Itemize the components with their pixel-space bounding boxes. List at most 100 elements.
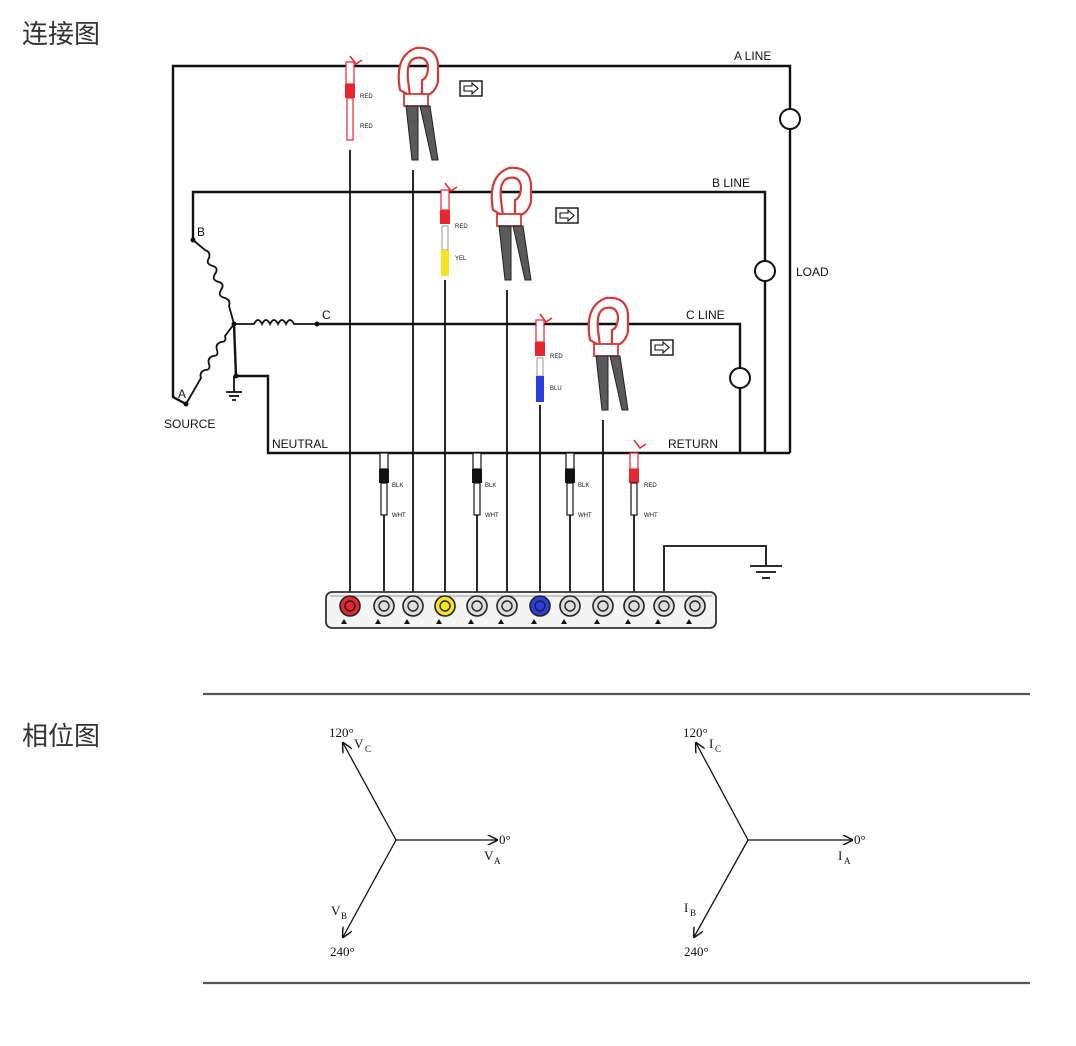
input-jack: [559, 595, 581, 617]
source-wye: [185, 239, 317, 405]
svg-text:BLK: BLK: [578, 483, 589, 489]
coil-b: [192, 239, 235, 325]
neutral-probe-2: BLK WHT: [472, 452, 499, 519]
svg-text:RED: RED: [360, 124, 373, 130]
warning-icon: [436, 619, 442, 624]
neutral-drop: [232, 323, 238, 377]
ground-symbol: [750, 565, 782, 579]
input-jack-inner: [407, 600, 419, 612]
input-jack: [592, 595, 614, 617]
svg-text:B: B: [341, 911, 347, 921]
svg-text:BLU: BLU: [550, 386, 562, 392]
vb-label: V: [331, 903, 341, 918]
voltage-probe-b: RED YEL: [440, 182, 468, 276]
direction-arrow-icon: [650, 339, 674, 356]
current-240-label: 240°: [684, 944, 709, 959]
input-jack: [653, 595, 675, 617]
input-jack: [339, 595, 361, 617]
neutral-probe-3: BLK WHT: [565, 452, 592, 519]
a-line-label: A LINE: [734, 49, 771, 63]
input-jack: [466, 595, 488, 617]
svg-text:C: C: [365, 744, 371, 754]
svg-text:WHT: WHT: [644, 513, 658, 519]
ia-label: I: [838, 848, 842, 863]
current-120-label: 120°: [683, 725, 708, 740]
svg-text:RED: RED: [360, 94, 373, 100]
neutral-probe-1: BLK WHT: [379, 452, 406, 519]
direction-arrow-icon: [459, 80, 483, 97]
warning-icon: [404, 619, 410, 624]
measurement-leads: [349, 150, 635, 598]
direction-arrow-icon: [555, 207, 579, 224]
input-jack: [623, 595, 645, 617]
connection-diagram-title: 连接图: [22, 20, 101, 50]
b-line-wire: [191, 190, 767, 453]
svg-text:A: A: [494, 856, 501, 866]
voltage-120-label: 120°: [329, 725, 354, 740]
svg-text:YEL: YEL: [455, 256, 467, 262]
input-jack: [496, 595, 518, 617]
neutral-label: NEUTRAL: [272, 437, 328, 451]
input-jack-inner: [378, 600, 390, 612]
warning-icon: [375, 619, 381, 624]
voltage-probe-a: RED RED: [345, 55, 373, 141]
current-phasor-diagram: [694, 743, 852, 937]
svg-text:RED: RED: [455, 224, 468, 230]
input-jack: [402, 595, 424, 617]
power-lines: [171, 64, 792, 455]
voltage-phasor-diagram: [343, 743, 497, 937]
warning-icon: [561, 619, 567, 624]
va-label: V: [484, 848, 494, 863]
warning-icon: [341, 619, 347, 624]
input-jack: [529, 595, 551, 617]
phasor-vc-arrow: [343, 743, 397, 841]
voltage-0-label: 0°: [499, 832, 511, 847]
b-line-label: B LINE: [712, 176, 750, 190]
svg-text:BLK: BLK: [392, 483, 403, 489]
input-jack-inner: [344, 600, 356, 612]
warning-icon: [625, 619, 631, 624]
input-jack-inner: [501, 600, 513, 612]
ic-label: I: [709, 736, 713, 751]
c-line-label: C LINE: [686, 308, 725, 322]
input-jack-inner: [628, 600, 640, 612]
input-jack: [434, 595, 456, 617]
svg-text:B: B: [690, 908, 696, 918]
input-jack-inner: [689, 600, 701, 612]
svg-text:BLK: BLK: [485, 483, 496, 489]
current-0-label: 0°: [854, 832, 866, 847]
svg-text:WHT: WHT: [485, 513, 499, 519]
load-b: [754, 260, 776, 282]
load-label: LOAD: [796, 265, 829, 279]
return-label: RETURN: [668, 437, 718, 451]
node-b-label: B: [197, 225, 205, 239]
input-jack-inner: [564, 600, 576, 612]
vc-label: V: [354, 736, 364, 751]
phasor-ib-arrow: [694, 839, 749, 937]
node-a-label: A: [178, 387, 186, 401]
input-jack-inner: [534, 600, 546, 612]
neutral-return-wire: [236, 374, 790, 455]
svg-text:WHT: WHT: [578, 513, 592, 519]
current-clamp-a: [397, 46, 440, 162]
voltage-probe-c: RED BLU: [535, 313, 563, 402]
input-jack-inner: [471, 600, 483, 612]
ground-wire: [663, 545, 767, 598]
input-jack-inner: [597, 600, 609, 612]
warning-icon: [468, 619, 474, 624]
voltage-240-label: 240°: [330, 944, 355, 959]
warning-icon: [655, 619, 661, 624]
phasor-diagram-title: 相位图: [22, 722, 101, 752]
instrument-terminal-strip: [325, 591, 717, 629]
current-clamp-b: [490, 166, 533, 282]
phasor-ic-arrow: [696, 743, 749, 841]
c-line-wire: [317, 322, 742, 453]
input-jack-inner: [439, 600, 451, 612]
svg-text:WHT: WHT: [392, 513, 406, 519]
current-clamp-c: [587, 296, 630, 412]
load-a: [779, 108, 801, 130]
svg-text:RED: RED: [644, 483, 657, 489]
coil-c: [234, 319, 317, 327]
load-c: [729, 367, 751, 389]
